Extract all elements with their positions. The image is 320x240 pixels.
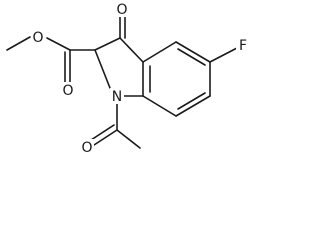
bond-c2-n <box>94 49 111 89</box>
atom-ester-o-methoxy: O <box>32 30 43 46</box>
bond-c4-c5-double <box>177 48 206 66</box>
bond-acetyl-c-o <box>93 129 118 146</box>
atom-acetyl-o: O <box>81 140 92 156</box>
bond-c4-c5 <box>175 41 211 63</box>
bond-c5-f <box>209 47 238 63</box>
atom-nitrogen: N <box>112 89 122 105</box>
bond-c6-c7 <box>175 95 211 117</box>
bond-o-ester-c <box>46 37 71 51</box>
bond-c7-c7a <box>142 95 177 117</box>
bond-c2-c3 <box>94 37 121 51</box>
bond-c3a-c4 <box>142 41 177 63</box>
structure-canvas: O O O N F O <box>6 2 248 156</box>
bond-c6-c7-double <box>177 92 206 110</box>
bond-acetyl-c-methyl <box>116 129 141 149</box>
bond-c3-c3a <box>119 37 144 63</box>
bond-acetyl-c-o-double <box>90 124 115 141</box>
atom-ester-o-carbonyl: O <box>62 83 73 99</box>
atom-fluorine: F <box>239 38 247 54</box>
bond-methyl-o <box>6 36 31 51</box>
atom-ketone-o: O <box>116 2 127 18</box>
molecule-drawing: O O O N F O <box>6 2 248 156</box>
